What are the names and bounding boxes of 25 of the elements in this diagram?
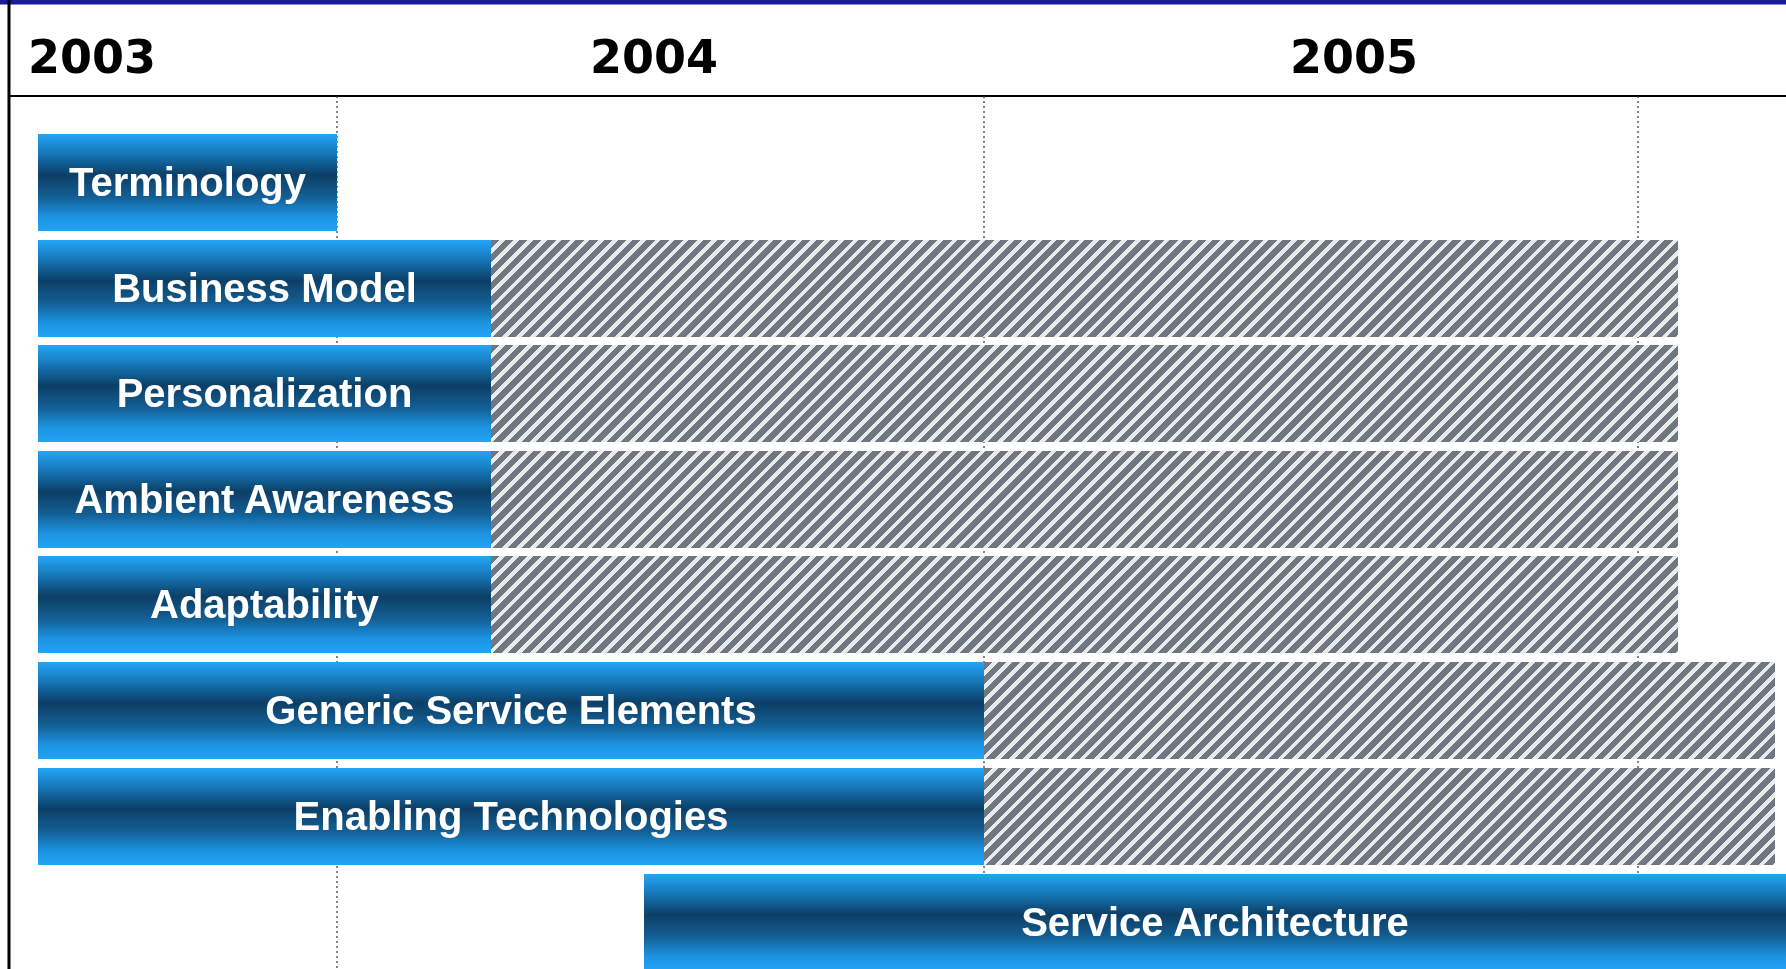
year-label: 2005 — [1290, 30, 1419, 84]
timeline-bar — [644, 874, 1786, 969]
timeline-bar — [38, 768, 984, 865]
bar-label: Business Model — [112, 266, 417, 311]
bar-label: Adaptability — [150, 582, 379, 627]
hatched-bar — [984, 662, 1775, 759]
bar-label: Terminology — [68, 160, 307, 205]
bar-label: Enabling Technologies — [293, 794, 729, 839]
bar-label: Ambient Awareness — [74, 477, 455, 522]
year-label: 2004 — [590, 30, 719, 84]
hatched-bar — [491, 451, 1678, 548]
timeline-bar — [38, 345, 491, 442]
bar-label: Service Architecture — [1021, 900, 1409, 945]
timeline-bar — [38, 662, 984, 759]
timeline-bar — [38, 451, 491, 548]
hatched-bar — [984, 768, 1775, 865]
hatched-bar — [491, 556, 1678, 653]
hatched-bar — [491, 345, 1678, 442]
timeline-bar — [38, 556, 491, 653]
timeline-bar — [38, 240, 491, 337]
hatched-bar — [491, 240, 1678, 337]
bar-label: Generic Service Elements — [265, 688, 757, 733]
timeline-bar — [38, 134, 337, 231]
bar-label: Personalization — [116, 371, 413, 416]
year-label: 2003 — [28, 30, 157, 84]
